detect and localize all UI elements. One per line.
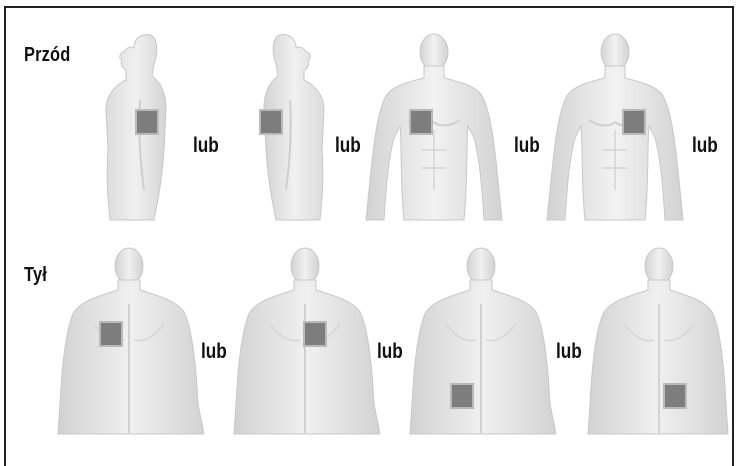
body-figure-back-1 [54, 244, 204, 434]
patch-marker [664, 384, 686, 408]
body-figure-front-2 [545, 30, 685, 220]
section-label-front: Przód [24, 44, 70, 67]
patch-marker [304, 322, 326, 346]
or-label: lub [556, 340, 582, 364]
patch-marker [136, 110, 158, 134]
patch-marker [410, 110, 432, 134]
body-figure-back-4 [584, 244, 734, 434]
body-figure-side-1 [96, 30, 186, 220]
body-figure-front-1 [364, 30, 504, 220]
section-label-back: Tył [24, 264, 47, 287]
or-label: lub [193, 134, 219, 158]
body-figure-back-3 [406, 244, 556, 434]
or-label: lub [201, 340, 227, 364]
patch-marker [623, 110, 645, 134]
or-label: lub [335, 134, 361, 158]
body-figure-side-2 [244, 30, 334, 220]
patch-marker [100, 322, 122, 346]
or-label: lub [692, 134, 718, 158]
or-label: lub [514, 134, 540, 158]
body-figure-back-2 [230, 244, 380, 434]
patch-marker [260, 110, 282, 134]
or-label: lub [377, 340, 403, 364]
patch-marker [451, 384, 473, 408]
